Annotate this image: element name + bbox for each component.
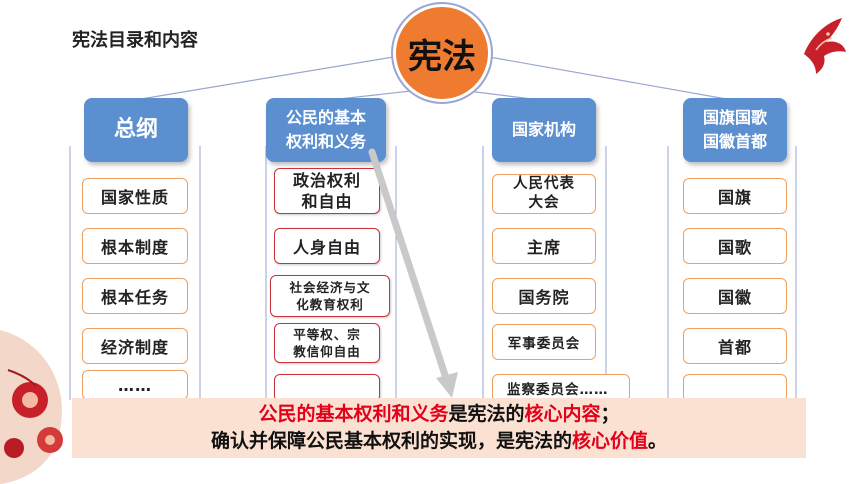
item-personal-freedom: 人身自由 [274, 228, 380, 264]
item-national-anthem: 国歌 [683, 228, 787, 264]
center-label: 宪法 [408, 36, 476, 77]
banner-line-1: 公民的基本权利和义务是宪法的核心内容； [258, 403, 620, 425]
item-equality-religion: 平等权、宗 教信仰自由 [274, 323, 380, 363]
item-political-rights: 政治权利 和自由 [274, 168, 380, 214]
header-citizen-rights-line2: 权利和义务 [285, 132, 366, 151]
red-flower-ornament-icon [0, 330, 63, 484]
red-bird-ornament-icon [804, 18, 846, 74]
item-economic-system: 经济制度 [82, 328, 188, 364]
item-peoples-congress: 人民代表 大会 [492, 174, 596, 214]
header-general: 总纲 [84, 98, 188, 162]
item-state-nature: 国家性质 [82, 178, 188, 214]
item-fundamental-system: 根本制度 [82, 228, 188, 264]
item-national-emblem: 国徽 [683, 278, 787, 314]
page-title: 宪法目录和内容 [72, 30, 198, 51]
arrow-head-icon [436, 372, 458, 398]
header-flag-anthem-line1: 国旗国歌 [702, 108, 767, 127]
summary-banner: 公民的基本权利和义务是宪法的核心内容； 确认并保障公民基本权利的实现，是宪法的核… [72, 398, 806, 458]
item-socioeconomic-rights: 社会经济与文 化教育权利 [270, 275, 390, 317]
header-state-organs: 国家机构 [492, 98, 596, 162]
header-flag-anthem-line2: 国徽首都 [702, 132, 767, 151]
item-military-commission: 军事委员会 [492, 324, 596, 360]
item-capital: 首都 [683, 328, 787, 364]
item-state-council: 国务院 [492, 278, 596, 314]
header-citizen-rights-line1: 公民的基本 [285, 108, 366, 127]
banner-line-2: 确认并保障公民基本权利的实现，是宪法的核心价值。 [210, 430, 668, 452]
header-general-label: 总纲 [113, 117, 158, 142]
item-citizen-more [274, 374, 380, 402]
header-state-organs-label: 国家机构 [511, 120, 576, 139]
header-flag-anthem: 国旗国歌 国徽首都 [683, 98, 787, 162]
item-fundamental-task: 根本任务 [82, 278, 188, 314]
center-node: 宪法 [393, 4, 491, 102]
item-national-flag: 国旗 [683, 178, 787, 214]
item-president: 主席 [492, 228, 596, 264]
header-citizen-rights: 公民的基本 权利和义务 [266, 98, 386, 162]
